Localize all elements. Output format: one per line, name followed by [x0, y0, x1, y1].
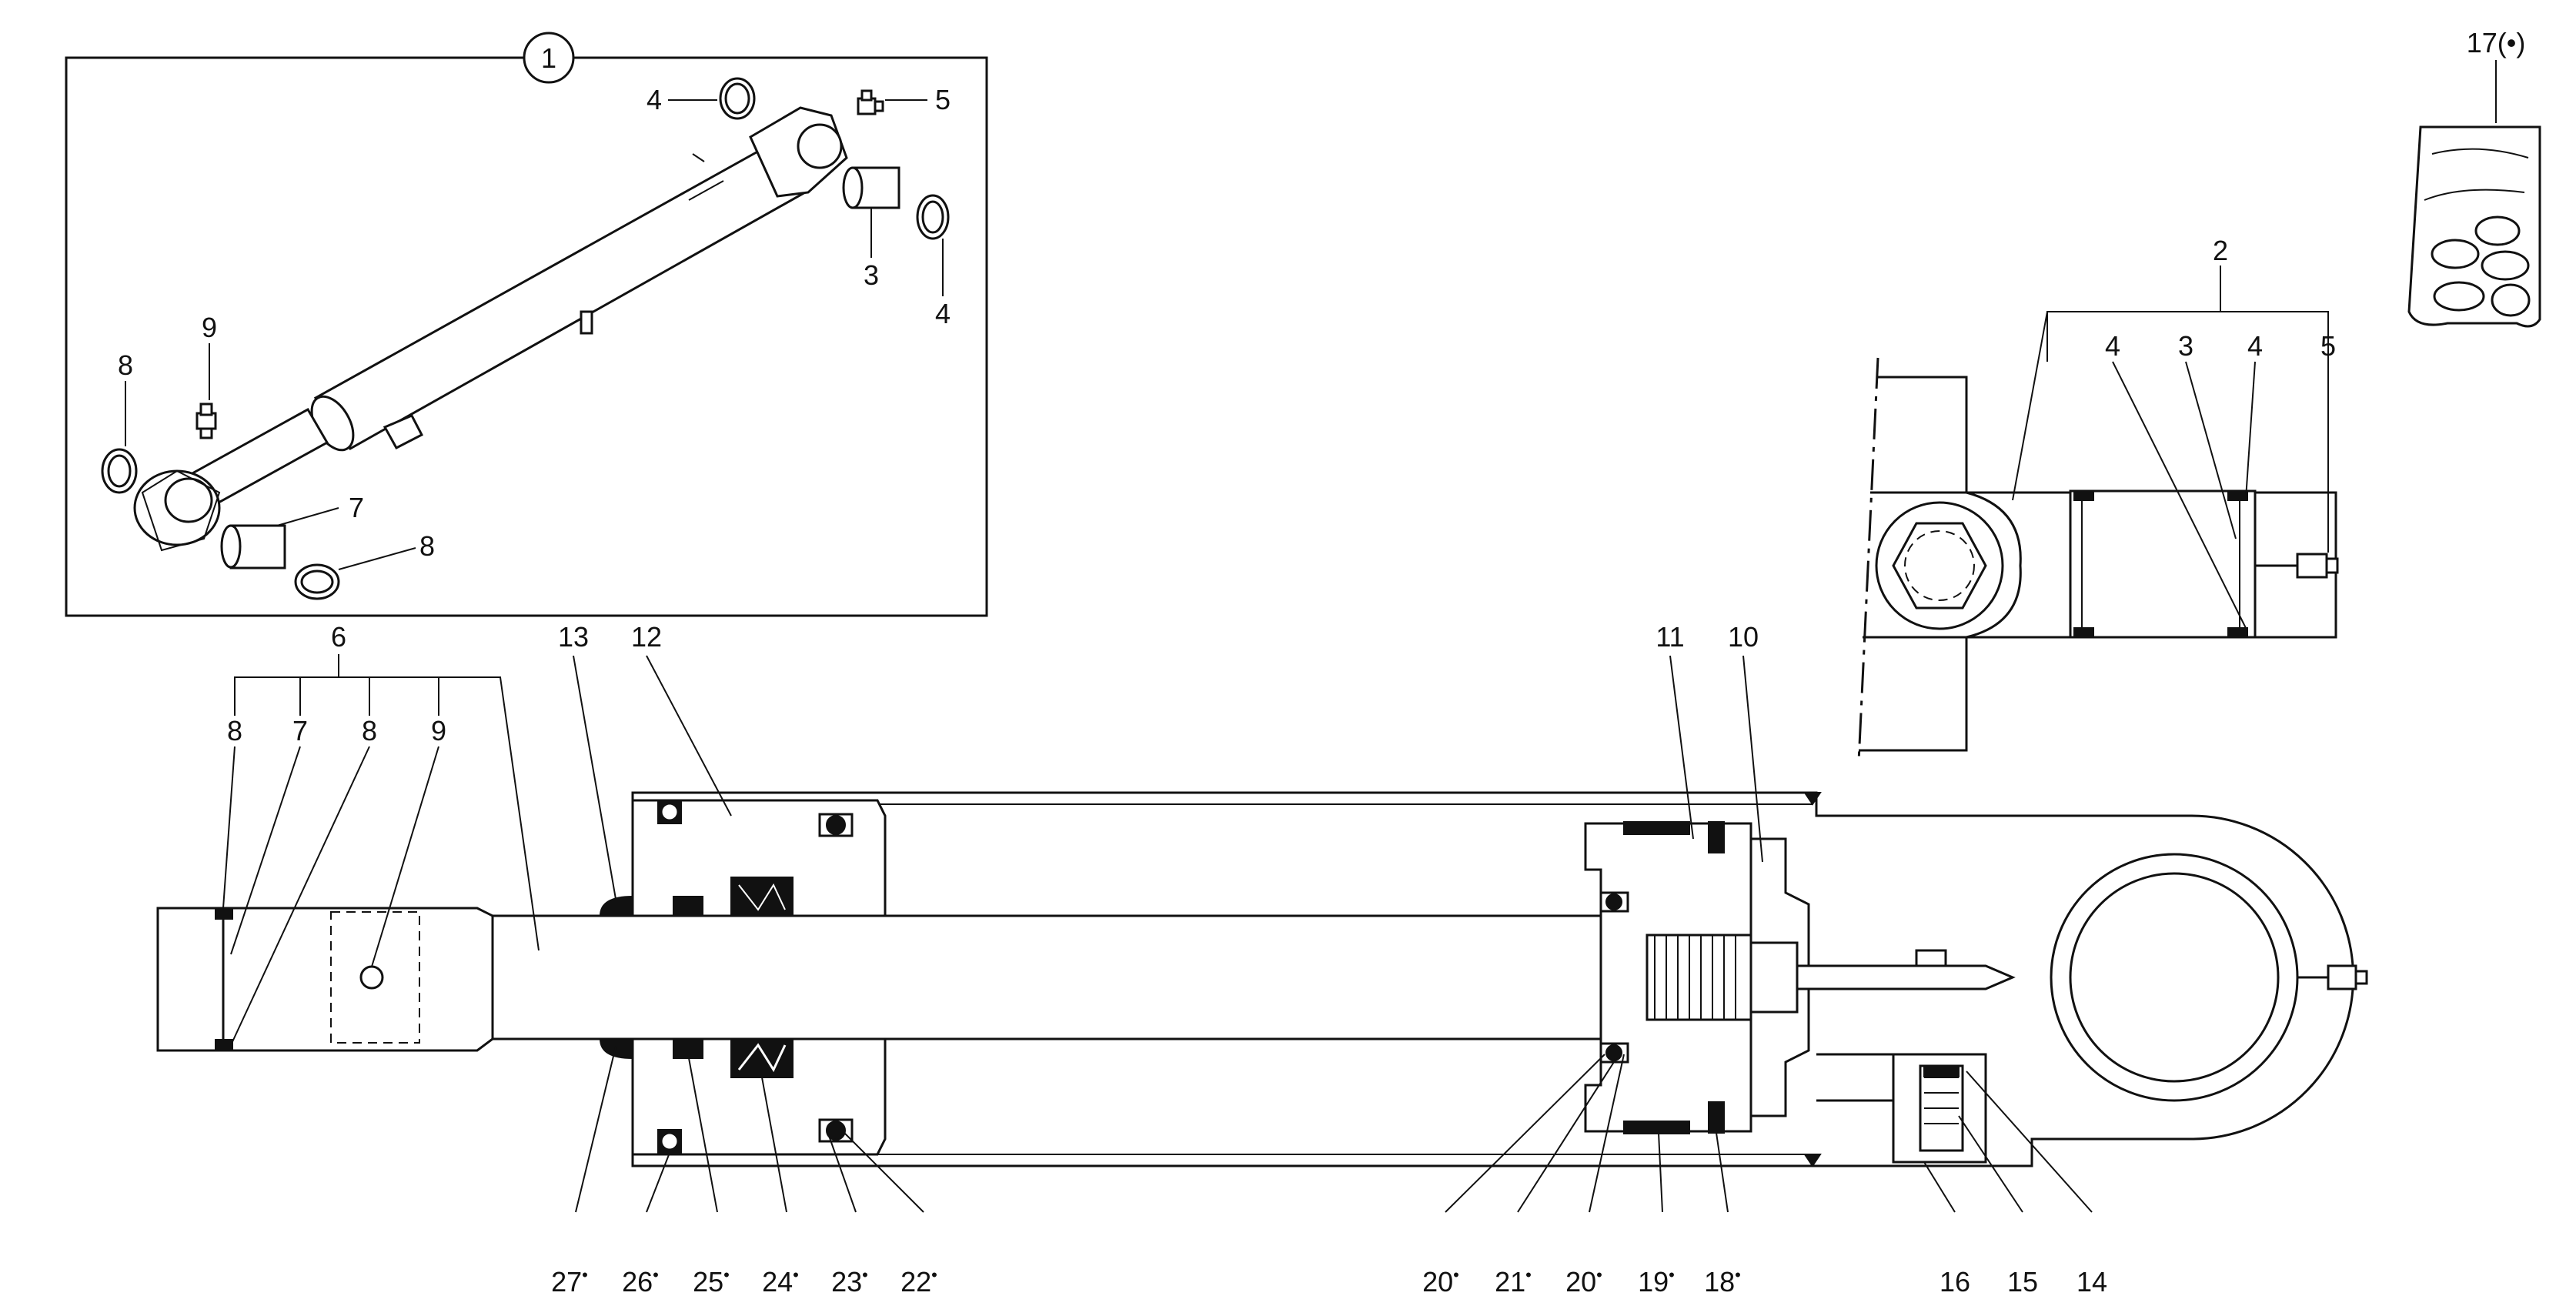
bushing-icon [842, 166, 900, 209]
callout-12: 12 [631, 621, 662, 653]
callout-3: 3 [2178, 330, 2193, 362]
callout-24: 24• [762, 1265, 799, 1298]
callout-9: 9 [431, 715, 446, 747]
svg-text:15: 15 [2007, 1266, 2038, 1298]
grease-fitting-icon [359, 965, 384, 990]
svg-text:26•: 26• [622, 1265, 659, 1298]
svg-text:20•: 20• [1422, 1265, 1459, 1298]
svg-text:24•: 24• [762, 1265, 799, 1298]
svg-text:21•: 21• [1495, 1265, 1532, 1298]
assembly-callout-circle [523, 32, 575, 84]
assembly-inset: 1 [65, 32, 988, 617]
upper-callouts: 13 12 11 10 [558, 621, 1763, 900]
callout-26: 26• [622, 1265, 659, 1298]
rod-end-group: 6 8 7 8 9 [222, 621, 540, 1046]
callout-5: 5 [2320, 330, 2336, 362]
callout-3: 3 [864, 259, 879, 291]
callout-10: 10 [1728, 621, 1759, 653]
callout-16: 16 [1940, 1266, 1970, 1298]
lower-callouts: 27• 26• 25• 24• 23• 22• 20• 21• 20• 19• … [551, 1046, 2107, 1298]
callout-kit: 17(•) [2467, 27, 2526, 58]
callout-6: 6 [331, 621, 346, 653]
bushing-icon [220, 524, 286, 569]
callout-25: 25• [693, 1265, 730, 1298]
callout-4: 4 [647, 84, 662, 115]
cylinder-cross-section [156, 791, 2368, 1167]
svg-text:14: 14 [2077, 1266, 2107, 1298]
eye-bearing-detail: 2 4 3 4 5 [1857, 235, 2339, 763]
callout-8: 8 [419, 530, 435, 562]
svg-text:27•: 27• [551, 1265, 588, 1298]
svg-text:16: 16 [1940, 1266, 1970, 1298]
callout-5: 5 [935, 84, 951, 115]
callout-2: 2 [2213, 235, 2228, 266]
callout-14: 14 [2077, 1266, 2107, 1298]
callout-8: 8 [362, 715, 377, 747]
callout-15: 15 [2007, 1266, 2038, 1298]
svg-text:20•: 20• [1565, 1265, 1602, 1298]
callout-13: 13 [558, 621, 589, 653]
seal-kit: 17(•) [2407, 27, 2541, 328]
callout-20: 20• [1422, 1265, 1459, 1298]
callout-7: 7 [349, 492, 364, 523]
piston-rod [445, 914, 1625, 1040]
grease-fitting-icon [2297, 964, 2368, 990]
svg-text:22•: 22• [900, 1265, 937, 1298]
callout-7: 7 [292, 715, 308, 747]
callout-22: 22• [900, 1265, 937, 1298]
callout-11: 11 [1656, 621, 1684, 653]
callout-4: 4 [2105, 330, 2120, 362]
callout-23: 23• [831, 1265, 868, 1298]
grease-fitting-icon [857, 89, 884, 115]
callout-27: 27• [551, 1265, 588, 1298]
callout-4: 4 [2247, 330, 2263, 362]
hex-nut-icon [1892, 522, 1987, 610]
callout-8: 8 [227, 715, 242, 747]
callout-19: 19• [1638, 1265, 1675, 1298]
callout-assembly: 1 [541, 42, 556, 74]
inset-cylinder-drawing [133, 106, 848, 552]
grease-fitting-icon [2255, 553, 2339, 579]
grease-fitting-icon [195, 402, 217, 439]
svg-text:23•: 23• [831, 1265, 868, 1298]
svg-text:25•: 25• [693, 1265, 730, 1298]
callout-20: 20• [1565, 1265, 1602, 1298]
callout-4: 4 [935, 298, 951, 329]
callout-18: 18• [1704, 1265, 1741, 1298]
callout-9: 9 [202, 312, 217, 343]
svg-text:18•: 18• [1704, 1265, 1741, 1298]
svg-text:19•: 19• [1638, 1265, 1675, 1298]
callout-8: 8 [118, 349, 133, 381]
callout-21: 21• [1495, 1265, 1532, 1298]
